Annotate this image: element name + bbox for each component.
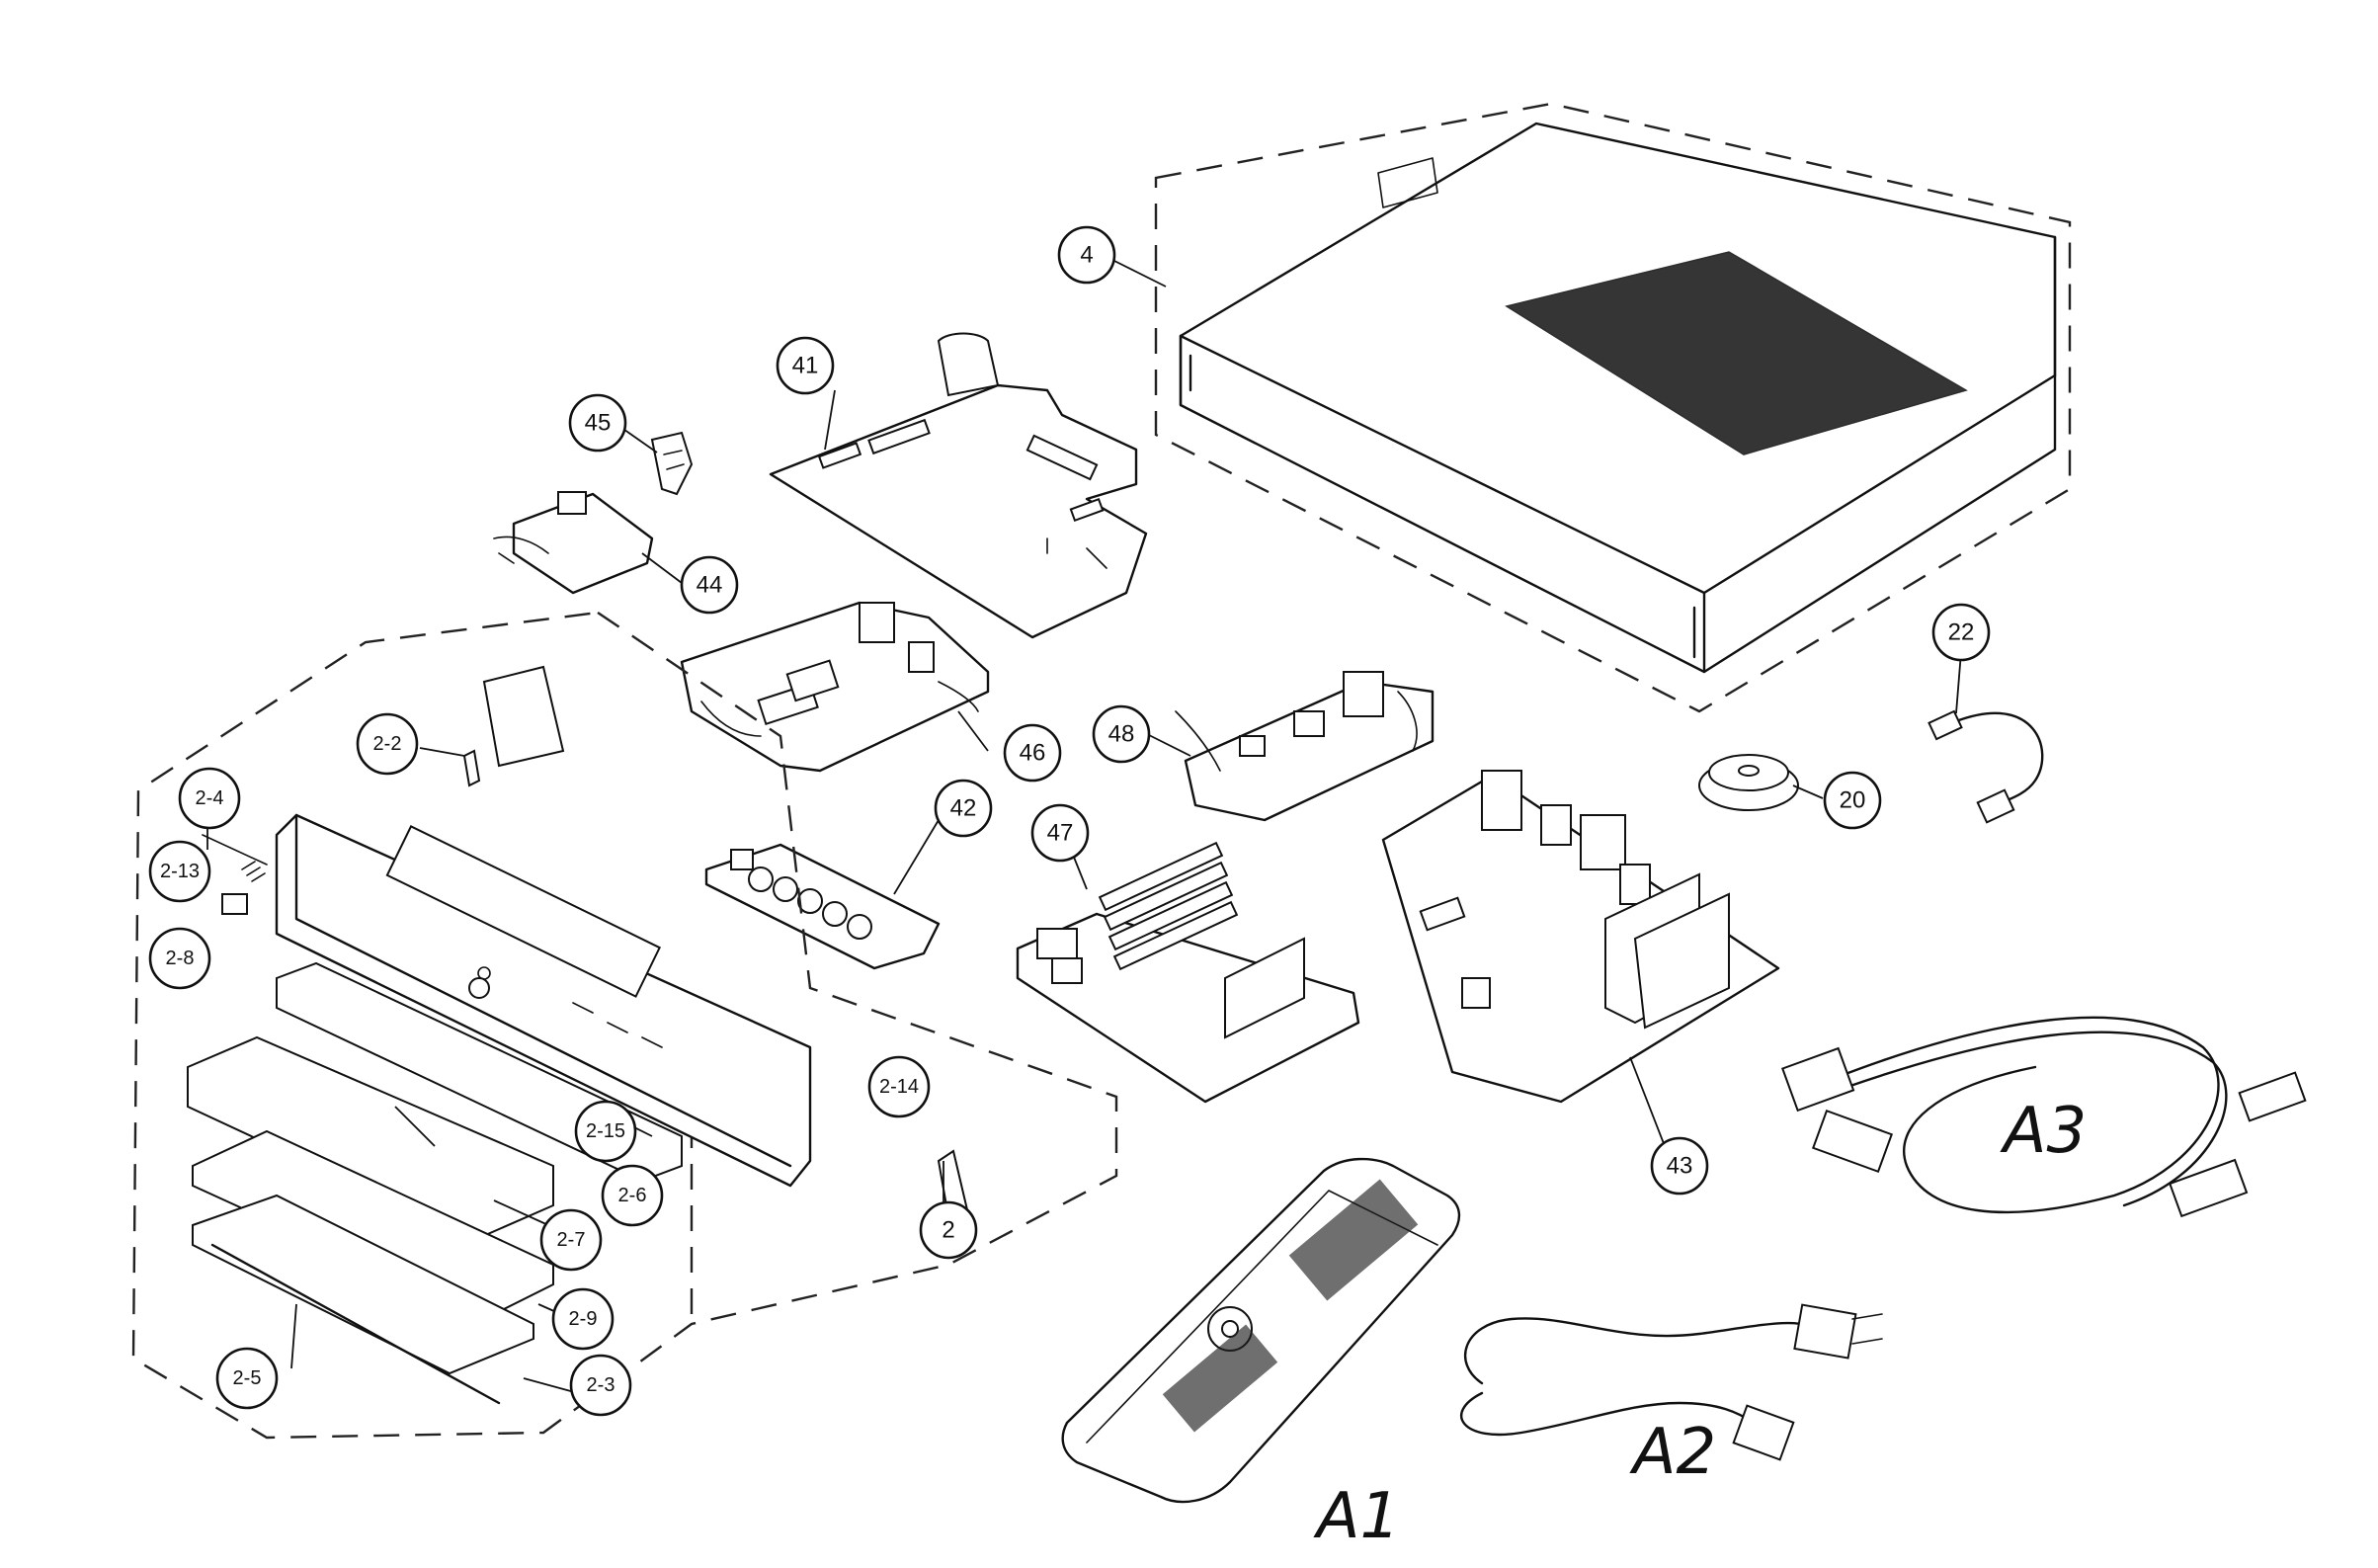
leader-lines — [206, 256, 1962, 1394]
board-43 — [1381, 770, 1780, 1104]
callout-44: 44 — [680, 555, 739, 615]
callout-45: 45 — [568, 393, 627, 453]
callout-2: 2 — [919, 1200, 978, 1260]
callout-42: 42 — [934, 779, 993, 838]
callout-2-7: 2-7 — [539, 1208, 603, 1272]
cable-22 — [1927, 709, 2044, 824]
callout-46: 46 — [1003, 723, 1062, 783]
svg-text:2-6: 2-6 — [618, 1185, 647, 1206]
callout-43: 43 — [1650, 1136, 1709, 1196]
a3-cable-set — [1781, 1016, 2307, 1218]
callout-22: 22 — [1931, 603, 1991, 662]
callout-2-4: 2-4 — [178, 767, 241, 830]
callout-2-9: 2-9 — [551, 1287, 615, 1351]
board-42 — [704, 843, 941, 970]
svg-text:41: 41 — [792, 353, 819, 379]
front-panel-assembly — [131, 611, 1118, 1440]
svg-text:2-2: 2-2 — [373, 733, 402, 755]
foot-20 — [1698, 754, 1799, 811]
svg-text:22: 22 — [1948, 619, 1975, 646]
svg-text:42: 42 — [950, 795, 977, 822]
callout-41: 41 — [776, 336, 835, 395]
svg-text:44: 44 — [697, 572, 723, 599]
svg-text:2-3: 2-3 — [587, 1374, 615, 1396]
board-45 — [650, 431, 694, 496]
svg-text:45: 45 — [585, 410, 612, 437]
callout-2-8: 2-8 — [148, 927, 211, 990]
board-44 — [493, 491, 654, 595]
callout-4: 4 — [1057, 225, 1116, 285]
callout-2-2: 2-2 — [356, 712, 419, 776]
svg-text:2-5: 2-5 — [233, 1367, 262, 1389]
a2-power-cord — [1460, 1303, 1883, 1461]
label-a1: A1 — [1313, 1480, 1401, 1553]
svg-text:2-4: 2-4 — [196, 787, 224, 809]
svg-text:2-8: 2-8 — [166, 948, 195, 969]
board-48 — [1175, 671, 1435, 822]
callout-2-13: 2-13 — [148, 840, 211, 903]
callout-47: 47 — [1030, 803, 1090, 863]
callout-2-6: 2-6 — [601, 1164, 664, 1227]
svg-text:2-14: 2-14 — [879, 1076, 919, 1098]
callout-48: 48 — [1092, 704, 1151, 764]
svg-text:20: 20 — [1840, 787, 1866, 814]
svg-text:2-15: 2-15 — [586, 1120, 625, 1142]
top-cover-assembly — [1154, 102, 2072, 713]
svg-text:4: 4 — [1080, 242, 1093, 269]
svg-text:43: 43 — [1667, 1153, 1693, 1180]
svg-text:2-9: 2-9 — [569, 1308, 598, 1330]
svg-text:48: 48 — [1108, 721, 1135, 748]
board-47 — [1016, 841, 1360, 1104]
board-46 — [680, 601, 990, 773]
callout-20: 20 — [1823, 771, 1882, 830]
label-a3: A3 — [2000, 1095, 2088, 1168]
svg-text:2: 2 — [942, 1217, 954, 1244]
callout-2-14: 2-14 — [867, 1055, 931, 1118]
callout-2-15: 2-15 — [574, 1100, 637, 1163]
svg-text:46: 46 — [1020, 740, 1046, 767]
callout-2-3: 2-3 — [569, 1354, 632, 1417]
svg-text:47: 47 — [1047, 820, 1074, 847]
callout-2-5: 2-5 — [215, 1347, 279, 1410]
main-board-assembly — [769, 332, 1148, 639]
svg-text:2-13: 2-13 — [160, 861, 200, 882]
a1-remote-control — [1061, 1157, 1461, 1504]
svg-text:2-7: 2-7 — [557, 1229, 586, 1251]
label-a2: A2 — [1629, 1416, 1717, 1489]
